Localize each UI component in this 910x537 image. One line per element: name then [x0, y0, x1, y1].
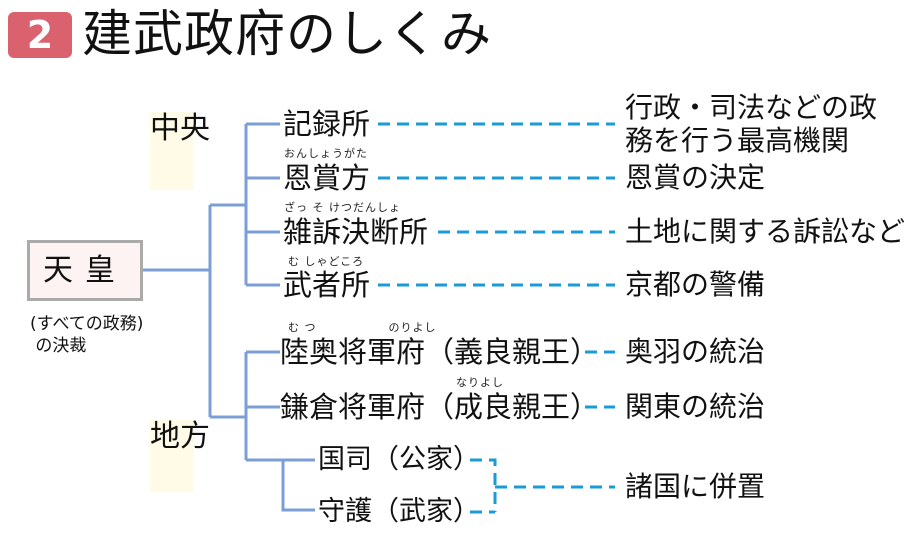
desc-mushadokoro: 京都の警備 — [625, 268, 766, 301]
section-number-badge: 2 — [8, 12, 72, 58]
ruby-mushadokoro: む しゃどころ — [288, 255, 365, 268]
node-kirokujo: 記録所 — [283, 107, 371, 141]
region-local: 地方 — [150, 420, 210, 492]
node-kokushi: 国司（公家） — [318, 444, 480, 475]
node-zasso-ketsudansho: 雑訴決断所 — [283, 215, 429, 249]
ruby-mutsu: む つ のりよし — [288, 321, 437, 334]
desc-kanto: 関東の統治 — [625, 390, 766, 423]
node-mushadokoro: 武者所 — [283, 268, 371, 302]
desc-kirokujo-2: 務を行う最高機関 — [625, 124, 850, 157]
desc-shokoku: 諸国に併置 — [625, 470, 766, 503]
emperor-note: (すべての政務) の決裁 — [30, 314, 144, 356]
node-mutsu-shogunfu: 陸奥将軍府（義良親王） — [280, 335, 600, 369]
region-central: 中央 — [150, 112, 210, 190]
desc-kirokujo-1: 行政・司法などの政 — [625, 91, 878, 124]
node-shugo: 守護（武家） — [318, 496, 480, 527]
emperor-box: 天皇 — [27, 240, 143, 301]
ruby-onshogata: おんしょうがた — [284, 147, 368, 160]
ruby-nariyoshi: なりよし — [456, 376, 504, 389]
tree-lines — [140, 122, 315, 512]
desc-onshogata: 恩賞の決定 — [625, 161, 766, 194]
dashed-lines — [378, 122, 615, 514]
page-title: 建武政府のしくみ — [82, 5, 492, 63]
node-kamakura-shogunfu: 鎌倉将軍府（成良親王） — [280, 390, 600, 424]
ruby-zasso: ざっ そ けつだんしょ — [284, 201, 401, 214]
desc-ou: 奥羽の統治 — [625, 335, 766, 368]
desc-zasso: 土地に関する訴訟など — [625, 215, 906, 248]
node-onshogata: 恩賞方 — [283, 161, 371, 195]
